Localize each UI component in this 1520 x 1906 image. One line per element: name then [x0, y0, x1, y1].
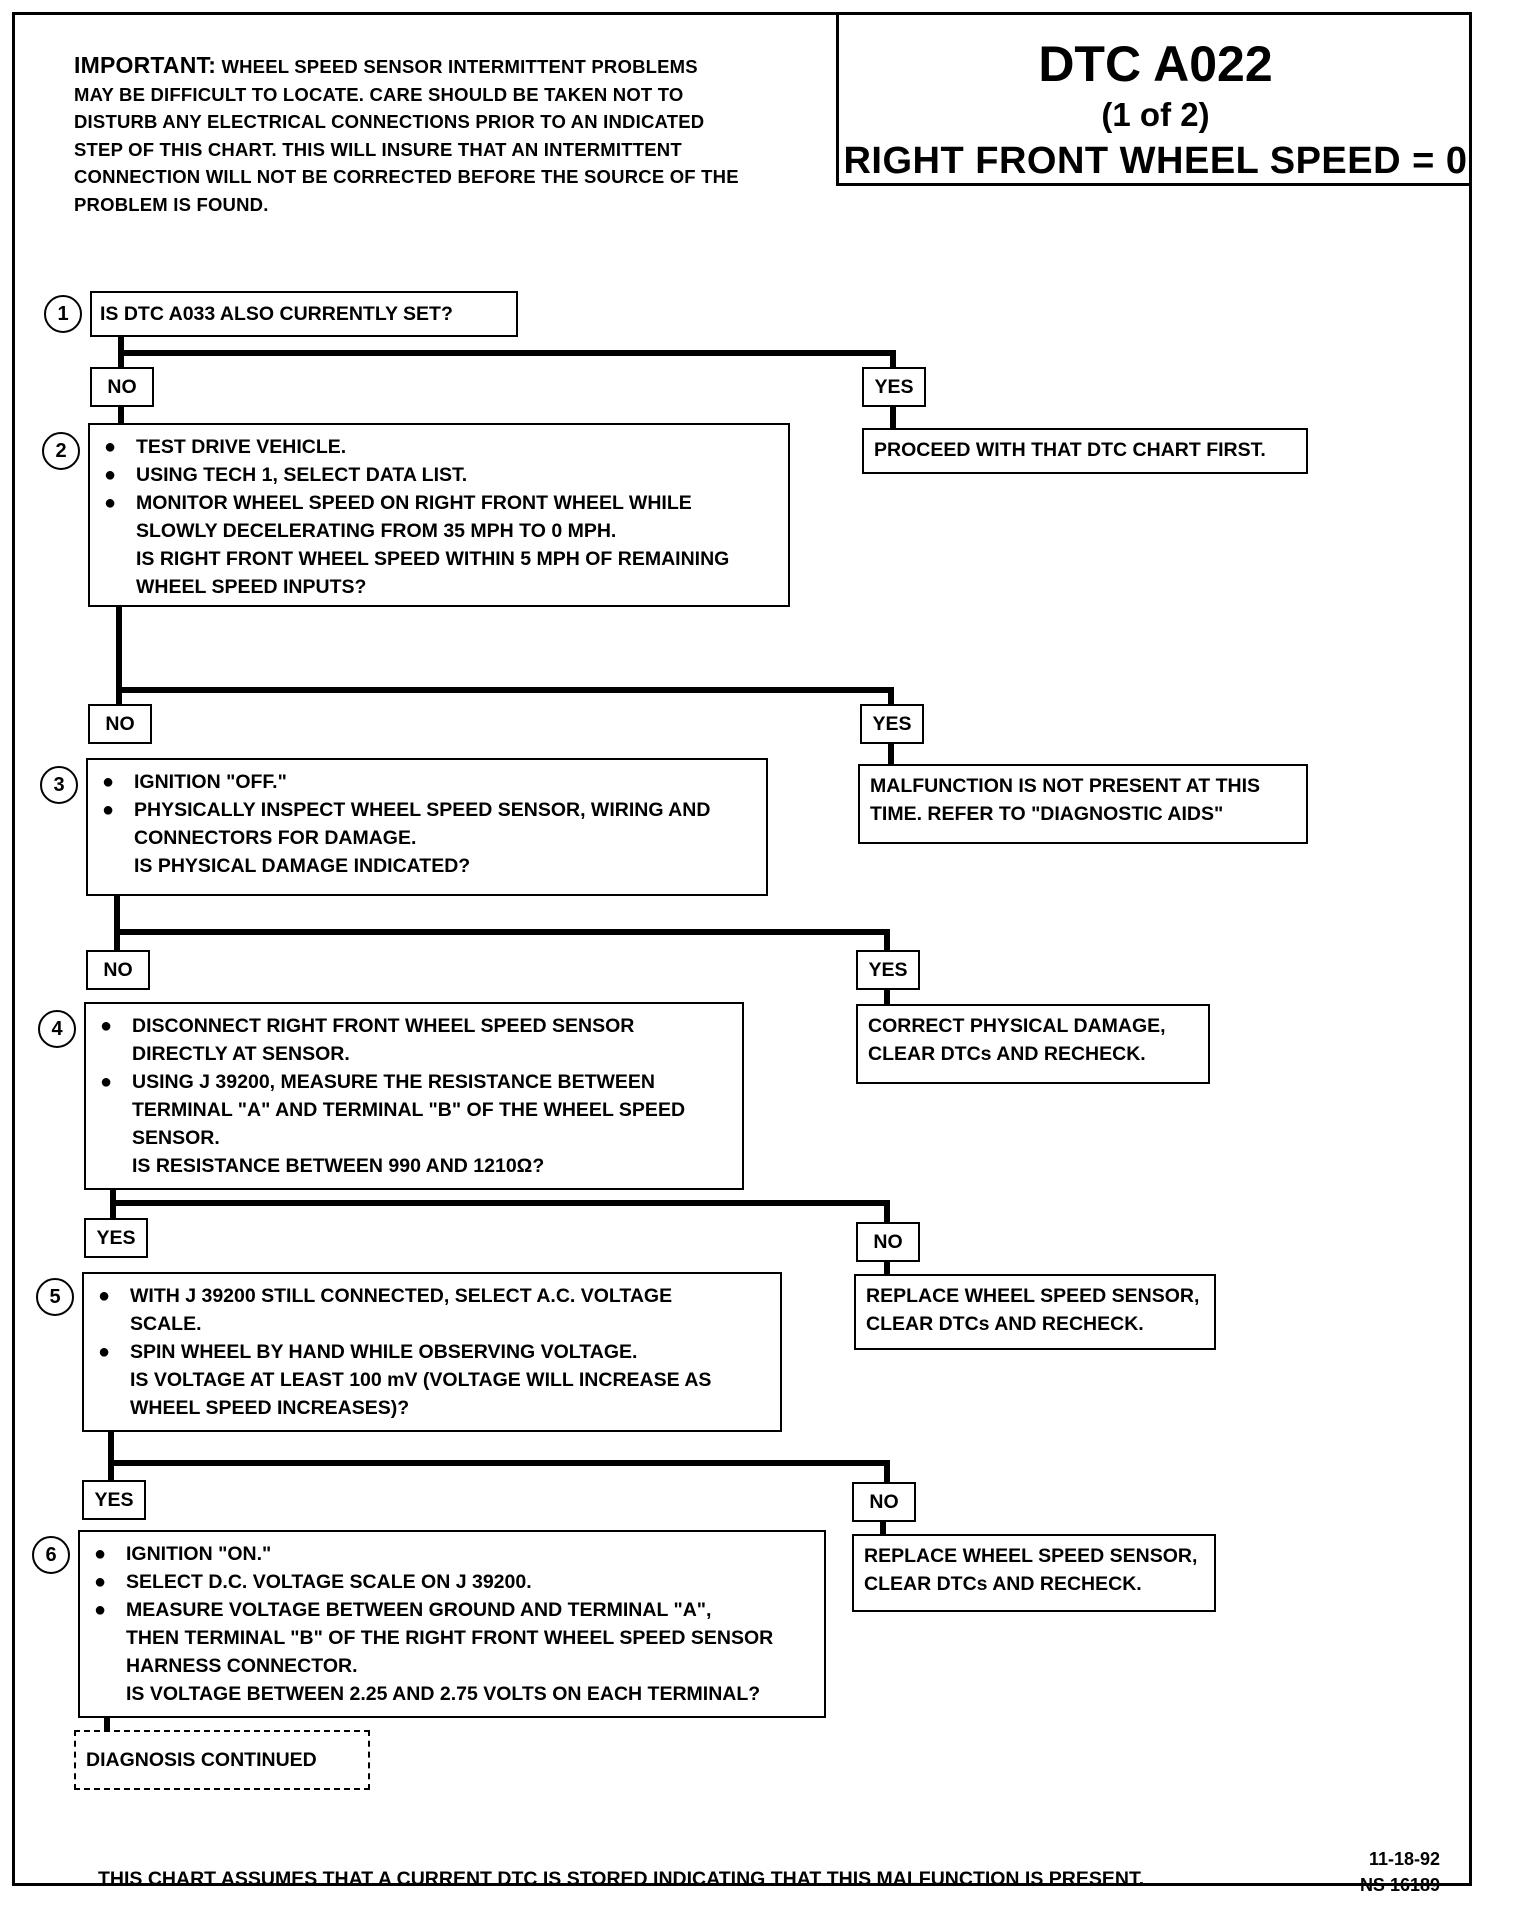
step-6-bullet: ●IGNITION "ON."	[90, 1540, 814, 1568]
connector	[888, 744, 894, 768]
chart-assumption-footer: THIS CHART ASSUMES THAT A CURRENT DTC IS…	[98, 1868, 1145, 1890]
revision-date: 11-18-92	[1368, 1849, 1440, 1869]
step-2-question: IS RIGHT FRONT WHEEL SPEED WITHIN 5 MPH …	[136, 548, 730, 598]
step-3-question: IS PHYSICAL DAMAGE INDICATED?	[134, 855, 471, 877]
step-2-number: 2	[42, 432, 80, 470]
step-3-yes-action: CORRECT PHYSICAL DAMAGE, CLEAR DTCs AND …	[856, 1004, 1210, 1084]
step-1-yes-action: PROCEED WITH THAT DTC CHART FIRST.	[862, 428, 1308, 474]
step-1-number: 1	[44, 295, 82, 333]
connector	[114, 896, 120, 952]
connector	[116, 687, 894, 693]
step-2-yes-action: MALFUNCTION IS NOT PRESENT AT THIS TIME.…	[858, 764, 1308, 844]
bullet-icon: ●	[94, 1571, 107, 1593]
connector	[110, 1200, 890, 1206]
step-3-no-label: NO	[86, 950, 150, 990]
step-4-no-label: NO	[856, 1222, 920, 1262]
connector	[880, 1522, 886, 1538]
step-5-no-label: NO	[852, 1482, 916, 1522]
step-4-yes-label: YES	[84, 1218, 148, 1258]
connector	[104, 1718, 110, 1732]
title-block: DTC A022 (1 of 2) RIGHT FRONT WHEEL SPEE…	[836, 12, 1472, 186]
step-5-number: 5	[36, 1278, 74, 1316]
connector	[890, 407, 896, 432]
step-6-bullet: ●SELECT D.C. VOLTAGE SCALE ON J 39200.	[90, 1568, 814, 1596]
step-2-bullet: ●MONITOR WHEEL SPEED ON RIGHT FRONT WHEE…	[100, 489, 778, 545]
step-5-box: ●WITH J 39200 STILL CONNECTED, SELECT A.…	[82, 1272, 782, 1432]
bullet-icon: ●	[104, 464, 117, 486]
bullet-icon: ●	[102, 799, 115, 821]
connector	[884, 929, 890, 953]
step-6-question: IS VOLTAGE BETWEEN 2.25 AND 2.75 VOLTS O…	[126, 1683, 761, 1705]
page-indicator: (1 of 2)	[1101, 96, 1210, 133]
page-frame	[12, 12, 1472, 1886]
bullet-icon: ●	[100, 1015, 113, 1037]
connector	[118, 350, 896, 356]
dtc-code: DTC A022	[1038, 36, 1273, 92]
important-text: WHEEL SPEED SENSOR INTERMITTENT PROBLEMS…	[74, 56, 739, 215]
connector	[116, 607, 122, 707]
bullet-icon: ●	[104, 436, 117, 458]
step-3-box: ●IGNITION "OFF." ●PHYSICALLY INSPECT WHE…	[86, 758, 768, 896]
step-3-number: 3	[40, 766, 78, 804]
bullet-icon: ●	[100, 1071, 113, 1093]
step-5-yes-label: YES	[82, 1480, 146, 1520]
step-4-bullet: ●USING J 39200, MEASURE THE RESISTANCE B…	[96, 1068, 732, 1152]
bullet-icon: ●	[94, 1543, 107, 1565]
step-2-yes-label: YES	[860, 704, 924, 744]
bullet-icon: ●	[94, 1599, 107, 1621]
step-6-bullet: ●MEASURE VOLTAGE BETWEEN GROUND AND TERM…	[90, 1596, 814, 1680]
step-1-no-label: NO	[90, 367, 154, 407]
connector	[114, 929, 890, 935]
step-2-box: ●TEST DRIVE VEHICLE. ●USING TECH 1, SELE…	[88, 423, 790, 607]
step-4-no-action: REPLACE WHEEL SPEED SENSOR, CLEAR DTCs A…	[854, 1274, 1216, 1350]
bullet-icon: ●	[98, 1341, 111, 1363]
step-3-bullet: ●PHYSICALLY INSPECT WHEEL SPEED SENSOR, …	[98, 796, 756, 852]
step-4-box: ●DISCONNECT RIGHT FRONT WHEEL SPEED SENS…	[84, 1002, 744, 1190]
bullet-icon: ●	[98, 1285, 111, 1307]
diagnosis-continued-box: DIAGNOSIS CONTINUED	[74, 1730, 370, 1790]
step-6-box: ●IGNITION "ON." ●SELECT D.C. VOLTAGE SCA…	[78, 1530, 826, 1718]
step-4-bullet: ●DISCONNECT RIGHT FRONT WHEEL SPEED SENS…	[96, 1012, 732, 1068]
step-2-bullet: ●TEST DRIVE VEHICLE.	[100, 433, 778, 461]
bullet-icon: ●	[102, 771, 115, 793]
step-3-yes-label: YES	[856, 950, 920, 990]
bullet-icon: ●	[104, 492, 117, 514]
step-2-bullet: ●USING TECH 1, SELECT DATA LIST.	[100, 461, 778, 489]
connector	[884, 1262, 890, 1278]
step-2-no-label: NO	[88, 704, 152, 744]
step-1-question: IS DTC A033 ALSO CURRENTLY SET?	[90, 291, 518, 337]
step-5-no-action: REPLACE WHEEL SPEED SENSOR, CLEAR DTCs A…	[852, 1534, 1216, 1612]
connector	[884, 1200, 890, 1224]
important-note: IMPORTANT: WHEEL SPEED SENSOR INTERMITTE…	[74, 52, 814, 218]
connector	[890, 350, 896, 370]
step-4-number: 4	[38, 1010, 76, 1048]
important-lead: IMPORTANT:	[74, 52, 217, 78]
connector	[884, 1460, 890, 1486]
revision-info: 11-18-92 NS 16189	[1340, 1846, 1440, 1898]
step-5-bullet: ●SPIN WHEEL BY HAND WHILE OBSERVING VOLT…	[94, 1338, 770, 1366]
chart-title: RIGHT FRONT WHEEL SPEED = 0	[843, 140, 1468, 182]
step-1-yes-label: YES	[862, 367, 926, 407]
step-5-question: IS VOLTAGE AT LEAST 100 mV (VOLTAGE WILL…	[130, 1369, 712, 1419]
step-5-bullet: ●WITH J 39200 STILL CONNECTED, SELECT A.…	[94, 1282, 770, 1338]
connector	[108, 1460, 890, 1466]
step-4-question: IS RESISTANCE BETWEEN 990 AND 1210Ω?	[132, 1155, 545, 1177]
step-3-bullet: ●IGNITION "OFF."	[98, 768, 756, 796]
step-6-number: 6	[32, 1536, 70, 1574]
connector	[888, 687, 894, 707]
connector	[884, 990, 890, 1008]
connector	[108, 1432, 114, 1482]
document-number: NS 16189	[1359, 1875, 1440, 1895]
